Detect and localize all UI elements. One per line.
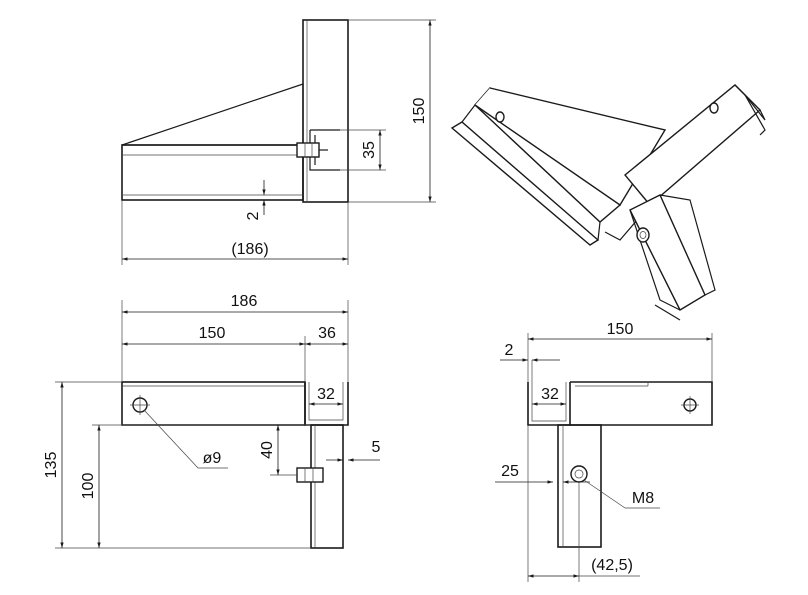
side-length-label: 150 (607, 321, 634, 338)
top-offset-label: 5 (372, 439, 381, 456)
side-post (557, 424, 602, 548)
front-thickness-label: 2 (245, 211, 262, 220)
top-channel-label: 36 (318, 325, 336, 342)
side-channel (527, 382, 571, 426)
hole-diameter-label: ø9 (203, 450, 222, 467)
side-arm (570, 381, 713, 426)
side-inner-label: 32 (541, 386, 559, 403)
iso-hole-1 (495, 111, 505, 123)
bolt-head (296, 142, 320, 158)
top-view: 186 150 36 32 135 100 40 5 ø9 (43, 293, 381, 549)
top-arm-label: 150 (199, 325, 226, 342)
top-total-label: 186 (231, 293, 258, 310)
top-post (310, 424, 344, 549)
iso-hole-2 (709, 102, 719, 114)
gusset (121, 83, 304, 146)
vertical-plate (302, 19, 349, 203)
top-bolt-pos-label: 40 (259, 441, 276, 459)
front-bracket-label: 35 (361, 141, 378, 159)
top-height-label: 135 (43, 452, 60, 479)
side-offset-label: 25 (501, 463, 519, 480)
front-view: 150 35 2 (186) (121, 19, 436, 265)
thread-label: M8 (632, 490, 654, 507)
horizontal-arm (121, 144, 304, 201)
top-inner-label: 32 (317, 386, 335, 403)
isometric-view (450, 84, 766, 321)
top-arm (121, 381, 306, 426)
side-bolt (570, 465, 588, 483)
top-lower-label: 100 (80, 473, 97, 500)
side-center-label: (42,5) (591, 557, 633, 574)
front-height-label: 150 (411, 98, 428, 125)
side-view: 150 2 32 25 M8 (42,5) (495, 321, 713, 582)
top-bolt (296, 467, 324, 483)
front-length-label: (186) (231, 241, 268, 258)
side-thickness-label: 2 (505, 342, 514, 359)
iso-bolt (636, 227, 650, 243)
